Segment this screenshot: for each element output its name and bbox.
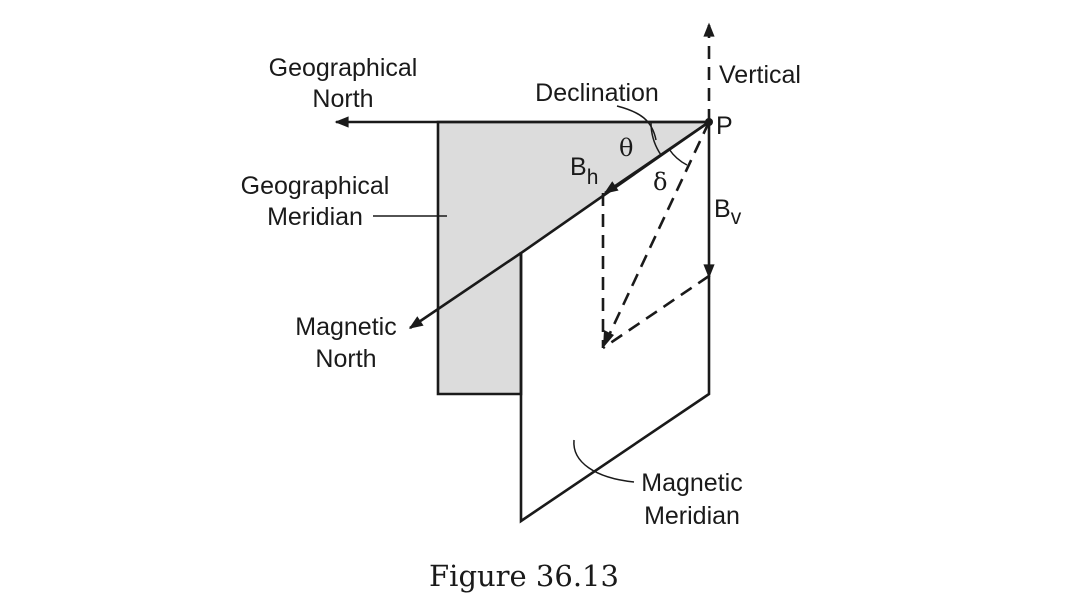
figure-caption: Figure 36.13 — [429, 559, 619, 593]
geographical-north-label-line2: North — [312, 85, 373, 113]
magnetic-meridian-label-line1: Magnetic — [641, 469, 742, 497]
theta-label: θ — [619, 134, 633, 162]
magnetic-north-label-line1: Magnetic — [295, 313, 396, 341]
declination-angle-arc — [650, 121, 662, 156]
bv-projection-dashed-line — [602, 274, 710, 350]
geographical-meridian-label-line1: Geographical — [241, 172, 390, 200]
dip-angle-arc — [668, 148, 688, 166]
magnetic-meridian-label-line2: Meridian — [644, 502, 740, 530]
declination-pointer — [616, 105, 657, 141]
magnetic-meridian-leader — [573, 439, 635, 483]
geographical-meridian-label-line2: Meridian — [267, 203, 363, 231]
magnetic-north-label-line2: North — [315, 345, 376, 373]
bh-arrow — [603, 120, 710, 195]
point-p-label: P — [716, 112, 733, 140]
total-field-arrowhead — [603, 330, 614, 348]
magnetic-north-arrow — [408, 251, 522, 330]
bv-label: Bv — [714, 195, 742, 229]
bh-label: Bh — [570, 153, 598, 189]
declination-label: Declination — [535, 79, 659, 107]
magnetic-meridian-plane — [519, 253, 711, 524]
delta-label: δ — [653, 168, 667, 196]
geographical-north-label-line1: Geographical — [269, 54, 418, 82]
vertical-label: Vertical — [719, 61, 801, 89]
point-p-dot — [705, 118, 713, 126]
